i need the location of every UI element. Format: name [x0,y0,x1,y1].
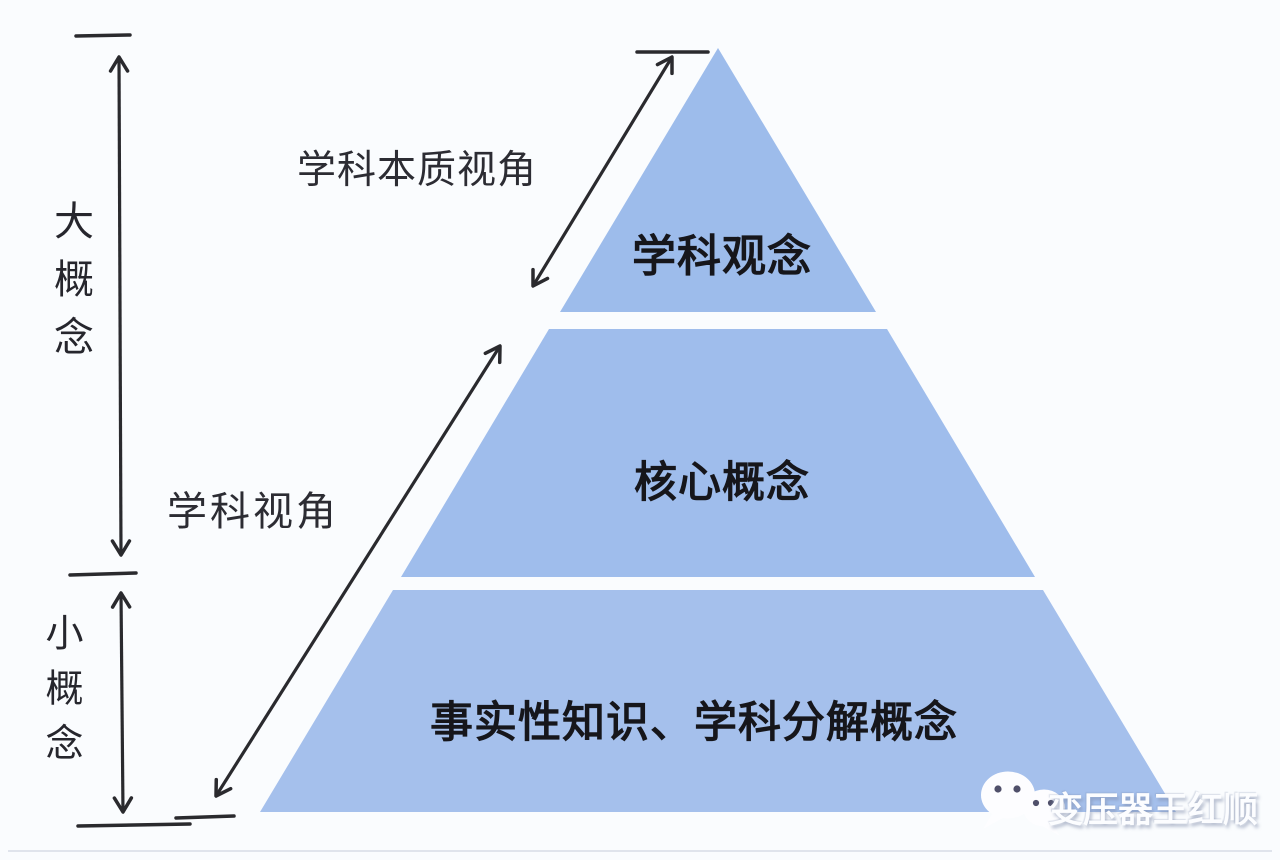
subject-essence-perspective-label: 学科本质视角 [297,149,538,192]
big-concept-label: 大概念 [48,200,92,374]
watermark-text: 变压器王红顺 [1048,791,1259,830]
bottom-edge-line [8,850,1272,852]
subject-perspective-arrow [214,344,502,798]
tier3-label: 事实性知识、学科分解概念 [430,699,958,747]
small-concept-label: 小概念 [39,613,81,778]
pyramid-tier-2 [401,329,1035,577]
tick-bottom-upper [174,814,236,820]
wechat-icon [981,771,1065,836]
tier1-label: 学科观念 [632,232,812,281]
tick-middle [68,571,138,577]
subject-perspective-label: 学科视角 [167,490,339,534]
tier2-label: 核心概念 [634,459,810,507]
tick-top [74,33,132,38]
subject-essence-perspective-arrow [531,55,674,288]
big-concept-range-arrow [108,55,132,557]
tick-bottom-lower [76,822,192,828]
small-concept-range-arrow [110,591,134,814]
